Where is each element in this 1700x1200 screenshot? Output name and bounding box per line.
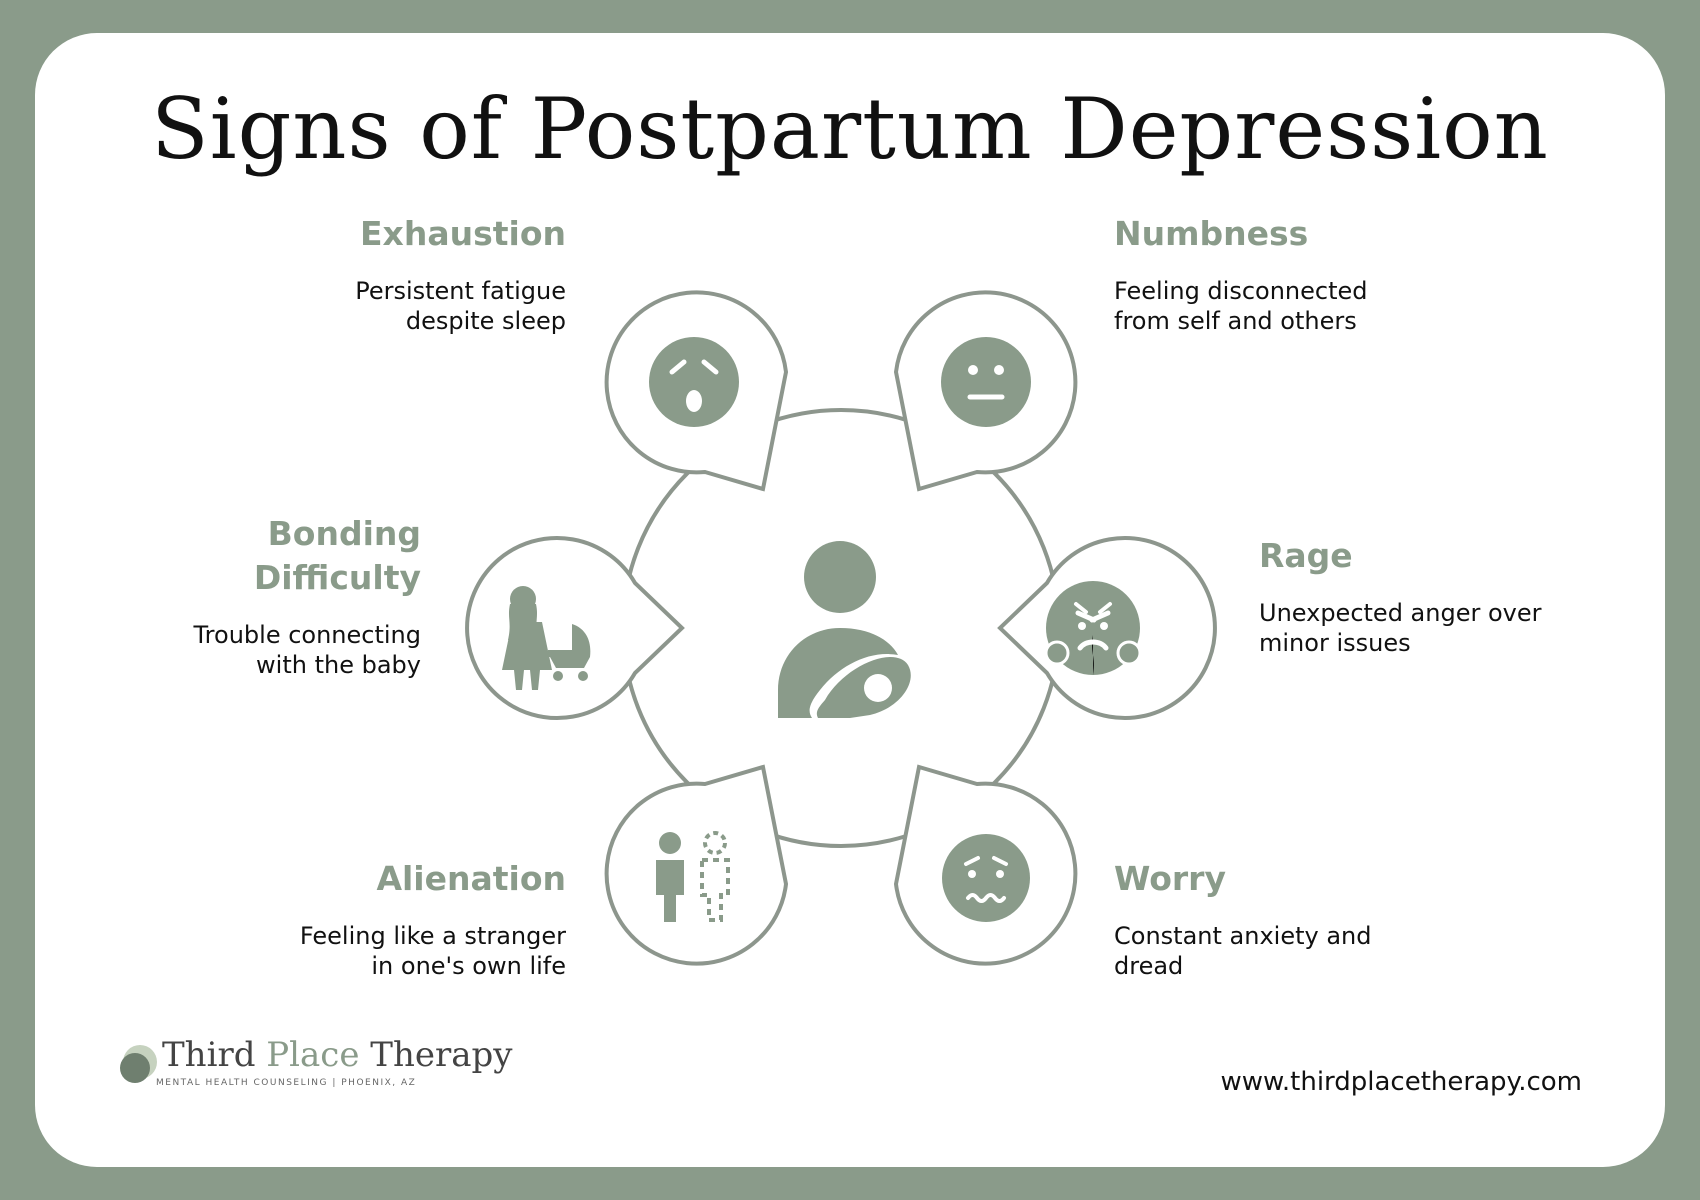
- sign-title: Worry: [1114, 859, 1226, 898]
- pin-alienation: [604, 764, 789, 966]
- worried-face-icon: [942, 834, 1030, 922]
- sign-description: Feeling disconnected from self and other…: [1114, 277, 1368, 335]
- logo-circles-icon: [120, 1045, 157, 1083]
- logo-name-part1: Third: [162, 1035, 267, 1075]
- sign-title: Numbness: [1114, 214, 1309, 253]
- sign-description: Unexpected anger over minor issues: [1259, 599, 1542, 657]
- sign-title: Bonding Difficulty: [253, 514, 421, 597]
- tired-face-icon: [649, 337, 739, 427]
- sign-title: Alienation: [376, 859, 566, 898]
- sign-numbness: Numbness Feeling disconnected from self …: [1114, 212, 1514, 336]
- sign-title: Rage: [1259, 536, 1353, 575]
- sign-worry: Worry Constant anxiety and dread: [1114, 857, 1514, 981]
- sign-rage: Rage Unexpected anger over minor issues: [1259, 534, 1659, 658]
- mother-with-stroller-icon: [502, 586, 591, 690]
- sign-exhaustion: Exhaustion Persistent fatigue despite sl…: [166, 212, 566, 336]
- sign-description: Feeling like a stranger in one's own lif…: [299, 922, 566, 980]
- center-ring: [621, 408, 1061, 848]
- logo-name-part2: Place: [266, 1035, 360, 1075]
- sign-description: Persistent fatigue despite sleep: [355, 277, 566, 335]
- neutral-face-icon: [941, 337, 1031, 427]
- angry-face-icon: [1044, 581, 1142, 675]
- logo: Third Place Therapy MENTAL HEALTH COUNSE…: [118, 1035, 512, 1100]
- sign-description: Trouble connecting with the baby: [193, 621, 421, 679]
- logo-name: Third Place Therapy: [162, 1035, 512, 1075]
- page-title: Signs of Postpartum Depression: [151, 80, 1549, 178]
- sign-alienation: Alienation Feeling like a stranger in on…: [166, 857, 566, 981]
- logo-name-part3: Therapy: [359, 1035, 513, 1075]
- website-url: www.thirdplacetherapy.com: [1220, 1067, 1582, 1097]
- logo-tagline: MENTAL HEALTH COUNSELING | PHOENIX, AZ: [156, 1078, 417, 1088]
- person-and-dotted-outline-icon: [656, 831, 730, 922]
- sign-title: Exhaustion: [360, 214, 566, 253]
- sign-bonding: Bonding Difficulty Trouble connecting wi…: [21, 512, 421, 680]
- mother-holding-baby-icon: [778, 541, 911, 718]
- sign-description: Constant anxiety and dread: [1114, 922, 1372, 980]
